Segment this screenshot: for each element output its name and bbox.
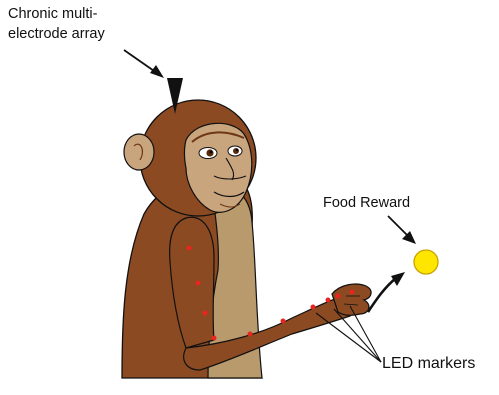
led-marker (311, 305, 316, 310)
led-marker (350, 290, 355, 295)
food-reward-arrow (388, 216, 416, 244)
food-reward-icon (414, 250, 438, 274)
electrode-array-arrow (124, 50, 164, 78)
monkey-eye-right (228, 146, 242, 156)
reach-arrow (368, 272, 405, 312)
led-markers-label: LED markers (382, 354, 475, 374)
led-marker (196, 281, 201, 286)
monkey-eye-left (199, 148, 217, 159)
electrode-array-label: Chronic multi- (8, 4, 97, 24)
led-marker (203, 311, 208, 316)
led-marker (326, 298, 331, 303)
led-marker (187, 246, 192, 251)
led-marker (281, 319, 286, 324)
monkey-ear (124, 134, 154, 170)
monkey-hand (332, 284, 371, 315)
electrode-array-label: electrode array (8, 24, 105, 44)
food-reward-label: Food Reward (323, 193, 410, 213)
led-marker (212, 336, 217, 341)
led-marker (336, 294, 341, 299)
led-marker (248, 332, 253, 337)
